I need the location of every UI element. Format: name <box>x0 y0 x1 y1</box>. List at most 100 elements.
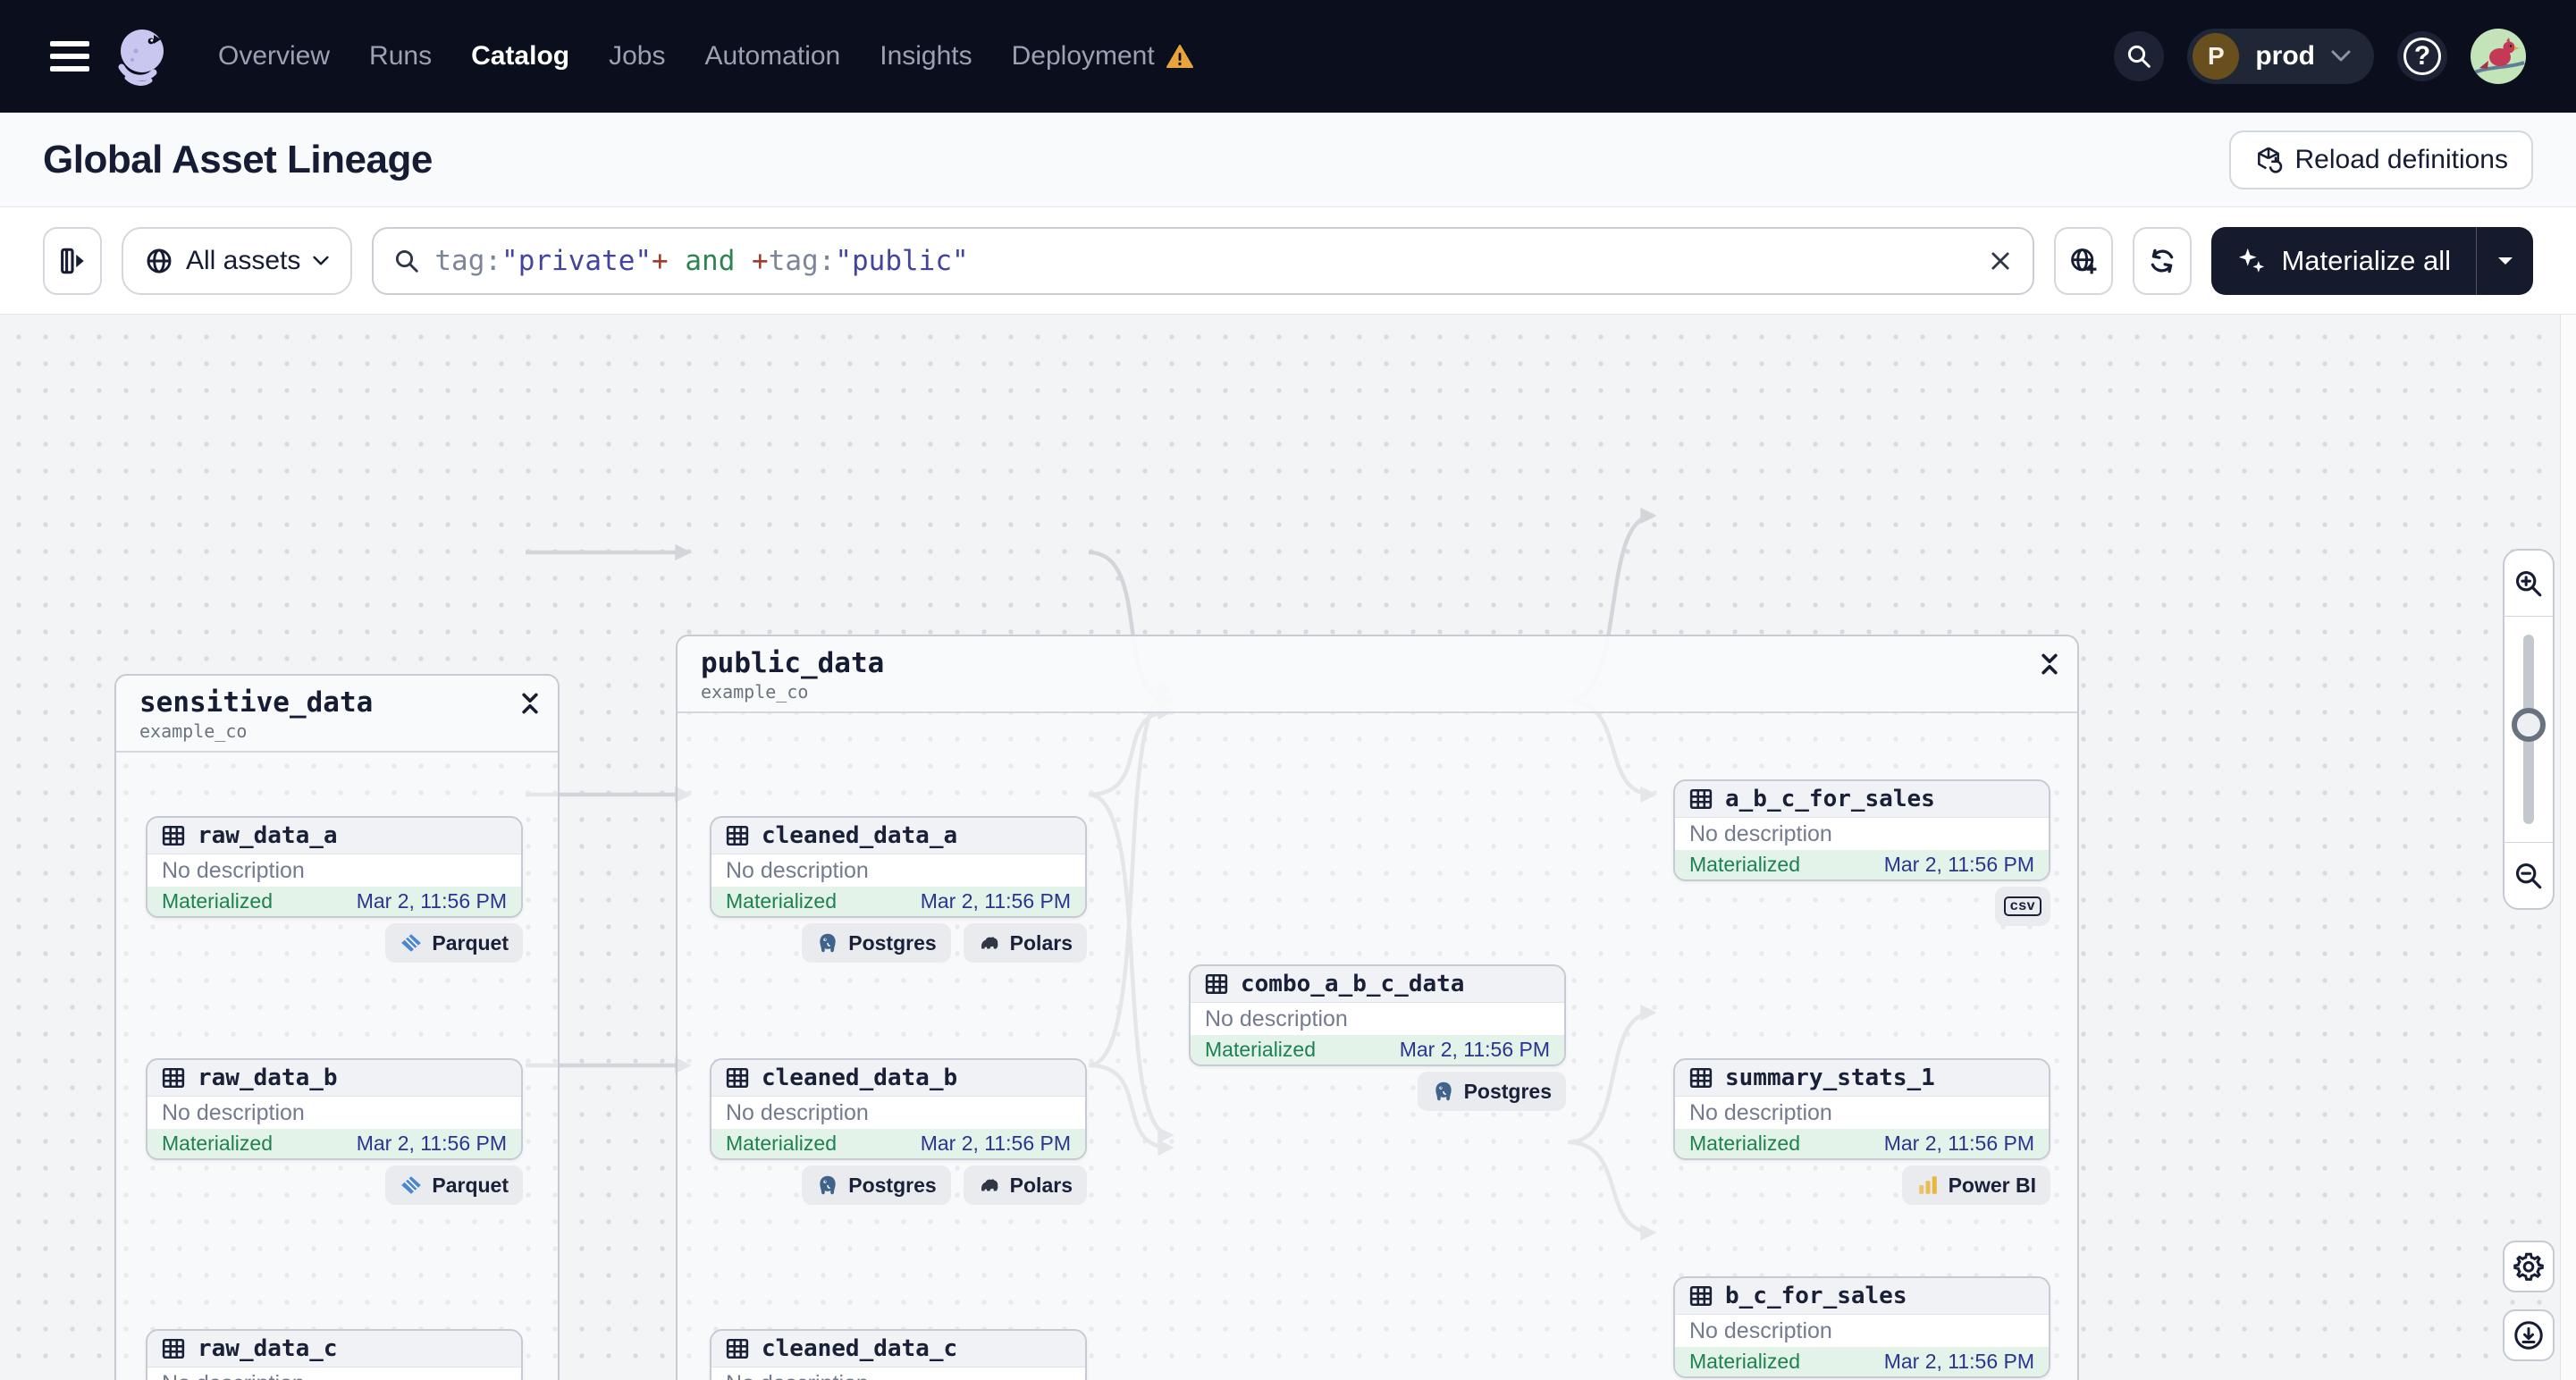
asset-description: No description <box>147 1367 521 1380</box>
chevron-down-icon <box>2331 50 2351 62</box>
materialized-timestamp[interactable]: Mar 2, 11:56 PM <box>356 1132 507 1155</box>
sparkles-icon <box>2239 248 2265 273</box>
materialize-options-caret[interactable] <box>2476 226 2533 295</box>
zoom-slider-handle[interactable] <box>2512 708 2546 742</box>
collapse-group-icon[interactable] <box>2040 652 2059 680</box>
global-search-button[interactable] <box>2114 31 2165 81</box>
materialize-all-main[interactable]: Materialize all <box>2211 227 2476 295</box>
kind-badge-csv[interactable]: csv <box>1994 887 2050 926</box>
materialized-timestamp[interactable]: Mar 2, 11:56 PM <box>1883 1132 2034 1155</box>
download-icon <box>2514 1321 2543 1350</box>
status-badge: Materialized <box>162 889 273 913</box>
asset-name: cleaned_data_a <box>762 822 958 849</box>
kind-badge-parquet[interactable]: Parquet <box>385 923 523 963</box>
kind-badge-parquet[interactable]: Parquet <box>385 1165 523 1205</box>
graph-settings-button[interactable] <box>2503 1241 2555 1292</box>
asset-node-cleaned-data-a[interactable]: cleaned_data_a No description Materializ… <box>710 816 1087 918</box>
asset-node-summary-stats-1[interactable]: summary_stats_1 No description Materiali… <box>1673 1058 2050 1160</box>
refresh-button[interactable] <box>2133 226 2193 295</box>
parquet-icon <box>400 931 423 955</box>
dagster-logo-icon[interactable] <box>109 24 173 88</box>
nav-item-runs[interactable]: Runs <box>369 41 433 71</box>
environment-name: prod <box>2255 41 2315 71</box>
group-header[interactable]: sensitive_data example_co <box>116 676 558 753</box>
materialize-all-button[interactable]: Materialize all <box>2211 226 2533 295</box>
asset-description: No description <box>726 857 869 883</box>
materialized-timestamp[interactable]: Mar 2, 11:56 PM <box>1399 1038 1550 1061</box>
status-badge: Materialized <box>1689 853 1800 876</box>
status-badge: Materialized <box>1689 1132 1800 1155</box>
canvas-scrollbar[interactable] <box>2560 315 2576 1380</box>
asset-filter-input[interactable]: tag:"private"+ and +tag:"public" <box>372 226 2035 295</box>
asset-node-cleaned-data-c[interactable]: cleaned_data_c No description Materializ… <box>710 1329 1087 1380</box>
table-icon <box>1205 972 1228 996</box>
postgres-icon <box>816 1174 839 1197</box>
asset-node-raw-data-c[interactable]: raw_data_c No description MaterializedMa… <box>146 1329 523 1380</box>
kind-badge-postgres[interactable]: Postgres <box>802 1165 951 1205</box>
kind-badge-postgres[interactable]: Postgres <box>802 923 951 963</box>
nav-item-automation[interactable]: Automation <box>704 41 841 71</box>
kind-badge-postgres[interactable]: Postgres <box>1417 1072 1566 1111</box>
asset-node-combo-a-b-c-data[interactable]: combo_a_b_c_data No description Material… <box>1189 964 1566 1066</box>
globe-add-icon <box>2071 248 2097 273</box>
table-icon <box>1689 1284 1713 1308</box>
zoom-in-button[interactable] <box>2504 551 2553 617</box>
open-panel-button[interactable] <box>43 226 102 295</box>
asset-node-cleaned-data-b[interactable]: cleaned_data_b No description Materializ… <box>710 1058 1087 1160</box>
asset-scope-dropdown[interactable]: All assets <box>122 226 353 295</box>
asset-node-a-b-c-for-sales[interactable]: a_b_c_for_sales No description Materiali… <box>1673 779 2050 881</box>
user-avatar[interactable] <box>2471 29 2526 84</box>
filter-query-text: tag:"private"+ and +tag:"public" <box>434 244 969 277</box>
clear-filter-button[interactable] <box>1988 248 2013 273</box>
zoom-out-button[interactable] <box>2504 842 2553 908</box>
page-title: Global Asset Lineage <box>43 137 433 181</box>
nav-item-deployment[interactable]: Deployment <box>1012 41 1194 72</box>
kind-badge-label: Polars <box>1009 1173 1073 1197</box>
environment-switcher[interactable]: P prod <box>2187 29 2374 84</box>
group-subtitle: example_co <box>701 681 809 703</box>
lineage-canvas[interactable]: sensitive_data example_co public_data ex… <box>0 315 2576 1380</box>
materialized-timestamp[interactable]: Mar 2, 11:56 PM <box>1883 853 2034 876</box>
table-icon <box>162 1337 185 1360</box>
table-icon <box>726 1066 749 1090</box>
table-icon <box>1689 787 1713 811</box>
nav-item-catalog[interactable]: Catalog <box>471 41 570 71</box>
question-icon: ? <box>2403 38 2441 75</box>
table-icon <box>726 1337 749 1360</box>
asset-name: b_c_for_sales <box>1725 1283 1907 1309</box>
kind-badge-label: Postgres <box>848 930 937 955</box>
collapse-group-icon[interactable] <box>520 692 540 719</box>
kind-badge-polars[interactable]: Polars <box>963 923 1087 963</box>
nav-item-insights[interactable]: Insights <box>880 41 972 71</box>
group-header[interactable]: public_data example_co <box>678 636 2077 713</box>
search-icon <box>2128 45 2151 68</box>
status-badge: Materialized <box>726 1132 837 1155</box>
nav-item-overview[interactable]: Overview <box>218 41 331 71</box>
postgres-icon <box>1432 1080 1455 1103</box>
refresh-icon <box>2151 248 2174 273</box>
asset-name: a_b_c_for_sales <box>1725 786 1935 812</box>
zoom-slider[interactable] <box>2504 617 2553 842</box>
polars-icon <box>978 1174 1001 1197</box>
materialized-timestamp[interactable]: Mar 2, 11:56 PM <box>920 889 1071 913</box>
new-tab-lineage-button[interactable] <box>2054 226 2114 295</box>
status-badge: Materialized <box>1205 1038 1316 1061</box>
kind-badge-powerbi[interactable]: Power BI <box>1901 1165 2050 1205</box>
help-button[interactable]: ? <box>2397 31 2447 81</box>
group-subtitle: example_co <box>139 720 248 742</box>
materialized-timestamp[interactable]: Mar 2, 11:56 PM <box>356 889 507 913</box>
materialized-timestamp[interactable]: Mar 2, 11:56 PM <box>920 1132 1071 1155</box>
nav-item-jobs[interactable]: Jobs <box>609 41 666 71</box>
warning-icon <box>1166 45 1193 68</box>
hamburger-menu-icon[interactable] <box>50 41 89 72</box>
table-icon <box>1689 1066 1713 1090</box>
download-image-button[interactable] <box>2503 1309 2555 1361</box>
group-title: sensitive_data <box>139 686 374 719</box>
asset-scope-label: All assets <box>186 245 301 275</box>
reload-definitions-button[interactable]: Reload definitions <box>2228 130 2533 189</box>
kind-badge-polars[interactable]: Polars <box>963 1165 1087 1205</box>
asset-node-b-c-for-sales[interactable]: b_c_for_sales No description Materialize… <box>1673 1276 2050 1378</box>
materialized-timestamp[interactable]: Mar 2, 11:56 PM <box>1883 1350 2034 1373</box>
